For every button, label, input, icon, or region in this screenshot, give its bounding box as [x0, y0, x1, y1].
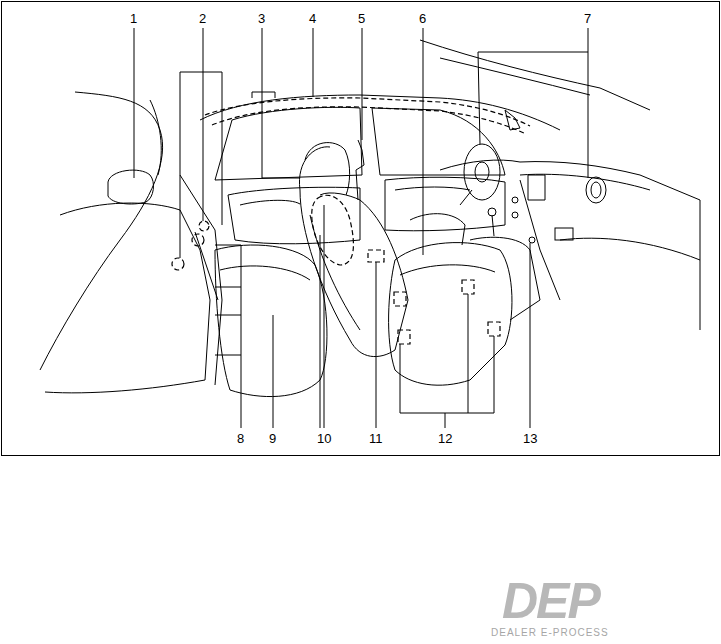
callout-number: 8 — [236, 431, 245, 446]
airbag-dashed — [199, 221, 209, 231]
callout-number: 6 — [418, 11, 427, 26]
interior-outline — [200, 95, 560, 130]
interior-outline — [215, 245, 327, 397]
frame — [2, 2, 720, 456]
leader-line — [423, 28, 424, 255]
interior-outline — [395, 187, 470, 190]
interior-outline — [460, 190, 472, 205]
leader-line — [215, 245, 241, 428]
interior-outline — [520, 174, 650, 190]
callout-number: 5 — [357, 11, 366, 26]
leader-line — [400, 294, 494, 428]
interior-outline — [220, 266, 310, 280]
interior-outline — [440, 160, 700, 330]
leader-line — [530, 243, 531, 428]
frame — [2, 2, 720, 456]
leader-line — [376, 262, 377, 428]
callout-number: 10 — [316, 431, 332, 446]
callout-number: 11 — [368, 431, 384, 446]
leader-line — [313, 28, 314, 97]
interior-outline — [586, 177, 606, 203]
callout-number: 9 — [268, 431, 277, 446]
interior-outline — [372, 108, 505, 175]
callout-number: 4 — [308, 11, 317, 26]
callout-number: 13 — [522, 431, 538, 446]
interior-outline — [528, 175, 545, 200]
callout-number: 7 — [583, 11, 592, 26]
airbag-dashed — [192, 234, 204, 246]
leader-line — [262, 28, 300, 178]
airbag-dashed — [398, 330, 410, 344]
leader-line — [134, 28, 135, 178]
interior-outline — [591, 182, 601, 198]
watermark-logo: DEP — [502, 576, 599, 626]
interior-outline — [520, 180, 560, 300]
interior-outline — [150, 100, 161, 175]
leader-line — [180, 28, 222, 258]
interior-outline — [215, 107, 362, 180]
watermark-text: DEALER E-PROCESS — [491, 627, 609, 639]
interior-outline — [240, 200, 300, 205]
interior-outline — [488, 208, 496, 216]
interior-outline — [40, 92, 163, 370]
interior-outline — [228, 187, 360, 244]
interior-outline — [464, 144, 500, 200]
interior-outline — [400, 265, 495, 275]
interior-outline — [389, 243, 512, 386]
leader-line — [134, 28, 588, 428]
leader-line — [362, 28, 363, 140]
interior-outline — [512, 212, 518, 218]
interior-outline — [195, 232, 218, 300]
leader-line — [273, 315, 274, 428]
callout-number: 1 — [129, 11, 138, 26]
airbag-dashed — [172, 98, 530, 344]
interior-outline — [492, 215, 494, 236]
airbag-dashed — [172, 258, 184, 270]
interior-outline — [108, 170, 153, 204]
interior-outline — [300, 190, 408, 357]
callout-number: 12 — [437, 431, 453, 446]
interior-outline — [440, 58, 590, 95]
interior-outline — [305, 143, 350, 195]
leader-line — [478, 28, 588, 178]
interior-outline — [475, 162, 489, 182]
interior-outline — [40, 40, 700, 397]
interior-outline — [45, 203, 210, 393]
interior-outline — [529, 237, 535, 243]
airbag-dashed — [394, 292, 406, 306]
airbag-dashed — [488, 322, 500, 336]
airbag-dashed — [368, 250, 384, 262]
airbag-dashed — [462, 280, 474, 294]
interior-outline — [385, 177, 505, 231]
interior-outline — [560, 238, 700, 260]
interior-outline — [410, 214, 465, 245]
interior-outline — [420, 40, 650, 110]
interior-outline — [356, 140, 364, 200]
airbag-dashed — [205, 98, 530, 126]
airbag-dashed — [312, 195, 354, 265]
interior-outline — [512, 197, 518, 203]
interior-outline — [252, 92, 275, 98]
callout-number: 3 — [257, 11, 266, 26]
interior-outline — [299, 147, 330, 190]
callout-number: 2 — [198, 11, 207, 26]
leader-line — [320, 205, 324, 428]
interior-outline — [555, 228, 573, 240]
